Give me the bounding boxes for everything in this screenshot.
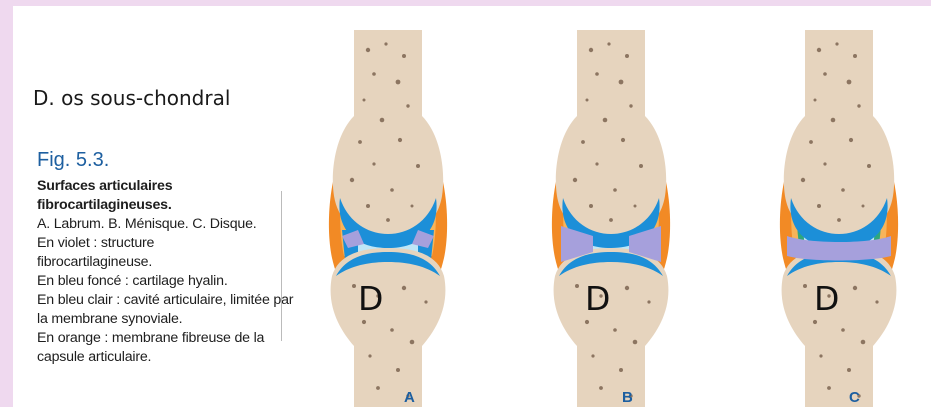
- caption-line-light-blue: En bleu clair : cavité articulaire, limi…: [37, 291, 299, 329]
- caption-line-legend: A. Labrum. B. Ménisque. C. Disque.: [37, 215, 302, 234]
- joint-a-illustration: [308, 30, 468, 407]
- joint-diagram-a: [308, 30, 468, 407]
- joint-c-bone-label: D: [814, 279, 839, 318]
- caption-title: Surfaces articulaires fibrocartilagineus…: [37, 177, 252, 215]
- caption-divider: [281, 191, 282, 341]
- figure-caption: Surfaces articulaires fibrocartilagineus…: [37, 177, 302, 367]
- figure-number: Fig. 5.3.: [37, 149, 109, 172]
- caption-line-violet: En violet : structure fibrocartilagineus…: [37, 234, 177, 272]
- joint-b-illustration: [531, 30, 691, 407]
- joint-b-bone-label: D: [585, 279, 610, 318]
- joint-diagram-c: [759, 30, 919, 407]
- joint-a-letter: A: [404, 389, 415, 406]
- joint-c-illustration: [759, 30, 919, 407]
- joint-c-letter: C: [849, 389, 860, 406]
- joint-diagram-b: [531, 30, 691, 407]
- figure-frame: D. os sous-chondral Fig. 5.3. Surfaces a…: [13, 6, 931, 407]
- joint-a-bone-label: D: [358, 279, 383, 318]
- joint-b-letter: B: [622, 389, 633, 406]
- caption-line-dark-blue: En bleu foncé : cartilage hyalin.: [37, 272, 302, 291]
- page-heading: D. os sous-chondral: [33, 86, 230, 110]
- caption-line-orange: En orange : membrane fibreuse de la caps…: [37, 329, 302, 367]
